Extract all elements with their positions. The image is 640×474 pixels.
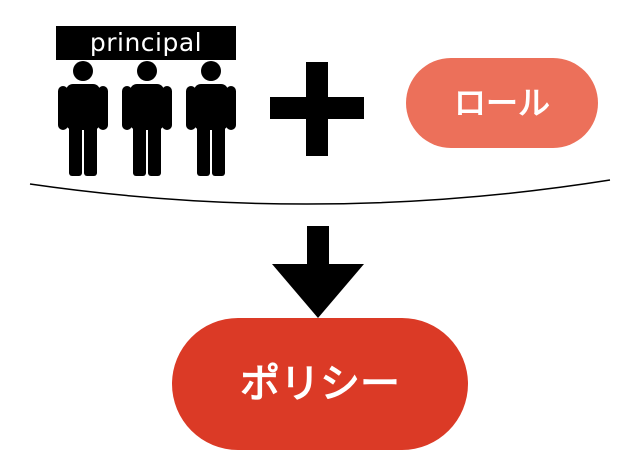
person-icon [58,61,108,176]
principal-people-group [56,60,246,180]
policy-pill: ポリシー [172,318,468,450]
principal-label: principal [56,26,236,60]
role-pill: ロール [406,58,598,148]
plus-icon [270,62,364,156]
plus-vertical-bar [306,62,328,156]
arrow-down-icon [272,226,364,318]
person-icon [186,61,236,176]
combine-curve [29,179,611,205]
person-icon [122,61,172,176]
